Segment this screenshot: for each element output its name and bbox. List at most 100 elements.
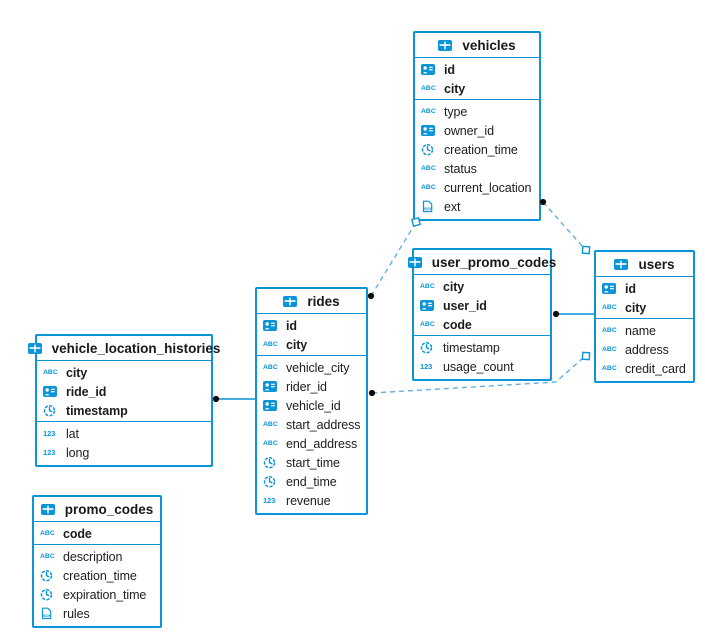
abc-type-icon: ABC — [263, 440, 278, 447]
table-header-users[interactable]: users — [596, 252, 693, 277]
field-row-vehicle_location_histories-ride_id[interactable]: ride_id — [37, 382, 211, 401]
field-name: code — [63, 526, 92, 541]
relationship-dot-endpoint — [212, 395, 220, 403]
numeric-type-icon: 123 — [43, 429, 56, 438]
field-name: start_time — [286, 455, 340, 470]
abc-type-icon: ABC — [602, 304, 617, 311]
clock-type-icon — [40, 588, 59, 601]
field-row-rides-id[interactable]: id — [257, 316, 366, 335]
relationship-diamond-endpoint — [581, 351, 591, 361]
field-row-promo_codes-description[interactable]: ABC description — [34, 547, 160, 566]
field-name: ext — [444, 199, 461, 214]
field-row-rides-start_time[interactable]: start_time — [257, 453, 366, 472]
field-name: timestamp — [66, 403, 128, 418]
field-row-rides-rider_id[interactable]: rider_id — [257, 377, 366, 396]
field-row-vehicles-id[interactable]: id — [415, 60, 539, 79]
table-header-vehicles[interactable]: vehicles — [415, 33, 539, 58]
field-name: vehicle_id — [286, 398, 341, 413]
abc-type-icon: ABC — [602, 365, 617, 372]
table-header-user_promo_codes[interactable]: user_promo_codes — [407, 250, 556, 275]
field-name: city — [444, 81, 466, 96]
field-row-vehicles-owner_id[interactable]: owner_id — [415, 121, 539, 140]
svg-text:JSON: JSON — [42, 614, 52, 618]
numeric-type-icon: 123 — [420, 362, 433, 371]
table-header-promo_codes[interactable]: promo_codes — [34, 497, 160, 522]
field-row-rides-vehicle_id[interactable]: vehicle_id — [257, 396, 366, 415]
field-name: revenue — [286, 493, 331, 508]
field-row-promo_codes-expiration_time[interactable]: expiration_time — [34, 585, 160, 604]
clock-type-icon — [420, 341, 439, 354]
field-row-rides-end_time[interactable]: end_time — [257, 472, 366, 491]
id-badge-icon — [263, 381, 282, 392]
field-row-user_promo_codes-user_id[interactable]: user_id — [414, 296, 550, 315]
id-badge-icon — [263, 400, 282, 411]
field-name: owner_id — [444, 123, 494, 138]
field-name: address — [625, 342, 669, 357]
field-row-user_promo_codes-usage_count[interactable]: 123 usage_count — [414, 357, 550, 376]
table-header-vehicle_location_histories[interactable]: vehicle_location_histories — [27, 336, 220, 361]
field-row-vehicle_location_histories-timestamp[interactable]: timestamp — [37, 401, 211, 420]
abc-type-icon: ABC — [420, 321, 435, 328]
field-row-vehicles-city[interactable]: ABC city — [415, 79, 539, 98]
abc-type-icon: ABC — [263, 341, 278, 348]
field-name: description — [63, 549, 123, 564]
field-name: city — [443, 279, 465, 294]
table-header-rides[interactable]: rides — [257, 289, 366, 314]
abc-type-icon: ABC — [40, 553, 55, 560]
table-title: vehicles — [462, 37, 516, 53]
relationship-dot-endpoint — [552, 310, 560, 318]
field-name: creation_time — [444, 142, 518, 157]
table-title: rides — [307, 293, 340, 309]
field-name: end_time — [286, 474, 337, 489]
svg-text:JSON: JSON — [423, 207, 433, 211]
abc-type-icon: ABC — [421, 184, 436, 191]
field-name: city — [286, 337, 308, 352]
field-row-vehicles-creation_time[interactable]: creation_time — [415, 140, 539, 159]
clock-type-icon — [263, 456, 282, 469]
table-grid-icon — [283, 295, 302, 307]
field-row-promo_codes-creation_time[interactable]: creation_time — [34, 566, 160, 585]
field-row-vehicles-ext[interactable]: JSON ext — [415, 197, 539, 216]
field-name: usage_count — [443, 359, 514, 374]
field-name: id — [286, 318, 297, 333]
field-row-user_promo_codes-timestamp[interactable]: timestamp — [414, 338, 550, 357]
numeric-type-icon: 123 — [263, 496, 276, 505]
field-name: id — [625, 281, 636, 296]
field-row-rides-revenue[interactable]: 123 revenue — [257, 491, 366, 510]
field-row-rides-city[interactable]: ABC city — [257, 335, 366, 354]
field-name: lat — [66, 426, 79, 441]
field-name: user_id — [443, 298, 487, 313]
field-row-vehicle_location_histories-lat[interactable]: 123 lat — [37, 424, 211, 443]
field-name: ride_id — [66, 384, 107, 399]
field-row-users-id[interactable]: id — [596, 279, 693, 298]
columns-section: timestamp 123 usage_count — [414, 336, 550, 379]
abc-type-icon: ABC — [421, 85, 436, 92]
